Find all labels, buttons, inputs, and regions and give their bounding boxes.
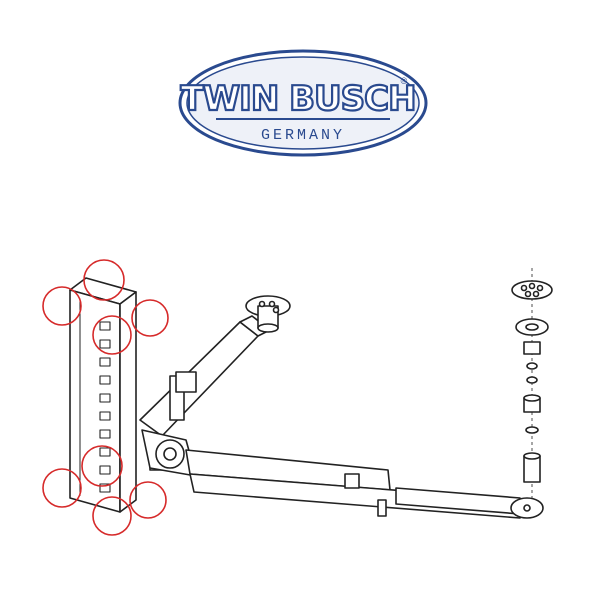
logo-registered-mark: ® xyxy=(401,76,408,86)
highlight-marker-top xyxy=(83,259,125,301)
highlight-marker-front-upper xyxy=(92,315,132,355)
highlight-marker-left-upper xyxy=(42,286,82,326)
logo-country-text: GERMANY xyxy=(261,127,345,144)
lift-column xyxy=(69,277,137,513)
twin-busch-logo: TWIN BUSCH ® GERMANY xyxy=(178,49,428,157)
arm-end-plate xyxy=(510,497,544,519)
lower-lift-arm xyxy=(185,449,521,519)
highlight-marker-left-lower xyxy=(42,468,82,508)
left-lifting-pad xyxy=(245,295,291,333)
logo-inner-oval xyxy=(186,56,420,150)
logo-brand-text: TWIN BUSCH xyxy=(180,79,415,119)
highlight-marker-right-upper xyxy=(131,299,169,337)
exploded-pad-assembly xyxy=(511,268,553,500)
highlight-marker-right-lower xyxy=(129,481,167,519)
highlight-marker-front-lower xyxy=(92,496,132,536)
highlight-marker-middle xyxy=(81,445,123,487)
